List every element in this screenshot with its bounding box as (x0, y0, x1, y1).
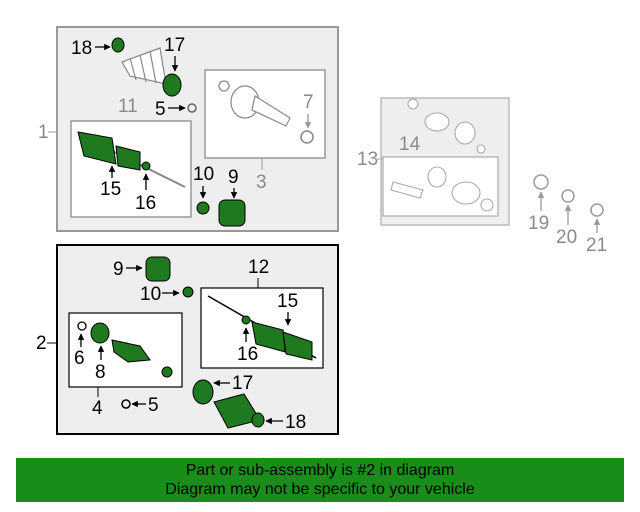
info-banner: Part or sub-assembly is #2 in diagram Di… (16, 458, 624, 502)
callout-17: 17 (164, 35, 185, 56)
part-19 (533, 174, 549, 190)
callout-2: 2 (36, 333, 47, 354)
callout-15: 15 (100, 179, 121, 200)
callout-10-b: 10 (140, 284, 161, 305)
callout-5-b: 5 (148, 395, 159, 416)
callout-18: 18 (71, 38, 92, 59)
callout-3: 3 (256, 172, 267, 193)
callout-12: 12 (248, 257, 269, 278)
driveshaft-part-12[interactable] (207, 295, 317, 361)
banner-line-2: Diagram may not be specific to your vehi… (165, 481, 475, 498)
assembly-13-parts (390, 98, 494, 212)
parts-diagram: 1 18 17 5 11 7 3 15 16 10 9 13 14 19 20 … (36, 26, 607, 435)
seal-part-7 (300, 130, 314, 144)
part-21 (590, 203, 604, 217)
callout-5: 5 (155, 99, 166, 120)
callout-20: 20 (556, 227, 577, 248)
callout-6: 6 (74, 348, 85, 369)
callout-7: 7 (303, 92, 314, 113)
outer-joint-part (218, 80, 291, 127)
snap-ring-part-5-b (121, 399, 131, 409)
clamp-part-10-b[interactable] (182, 286, 194, 298)
callout-1: 1 (38, 122, 49, 143)
damper-part-9-b[interactable] (145, 256, 171, 282)
callout-15-b: 15 (277, 291, 298, 312)
callout-19: 19 (528, 213, 549, 234)
callout-16: 16 (135, 193, 156, 214)
callout-9: 9 (228, 167, 239, 188)
callout-18-b: 18 (285, 412, 306, 433)
clamp-part-10[interactable] (196, 201, 210, 215)
callout-10: 10 (193, 164, 214, 185)
outer-joint-part-4[interactable] (77, 321, 173, 378)
part-20 (561, 189, 575, 203)
clamp-part-18[interactable] (111, 37, 125, 53)
callout-21: 21 (586, 235, 607, 256)
clamp-part-17-b[interactable] (192, 379, 214, 405)
callout-17-b: 17 (232, 373, 253, 394)
callout-8: 8 (95, 362, 106, 383)
clamp-part-17[interactable] (162, 73, 182, 97)
callout-16-b: 16 (237, 344, 258, 365)
callout-14: 14 (399, 134, 421, 155)
damper-part-9[interactable] (218, 199, 246, 227)
callout-4: 4 (92, 398, 103, 419)
inner-shaft-part-11 (77, 131, 186, 188)
callout-11: 11 (118, 96, 138, 117)
callout-9-b: 9 (113, 259, 124, 280)
clamp-part-18-b[interactable] (251, 412, 265, 428)
banner-line-1: Part or sub-assembly is #2 in diagram (185, 462, 455, 479)
snap-ring-part-5 (187, 103, 197, 113)
callout-13: 13 (357, 149, 378, 170)
